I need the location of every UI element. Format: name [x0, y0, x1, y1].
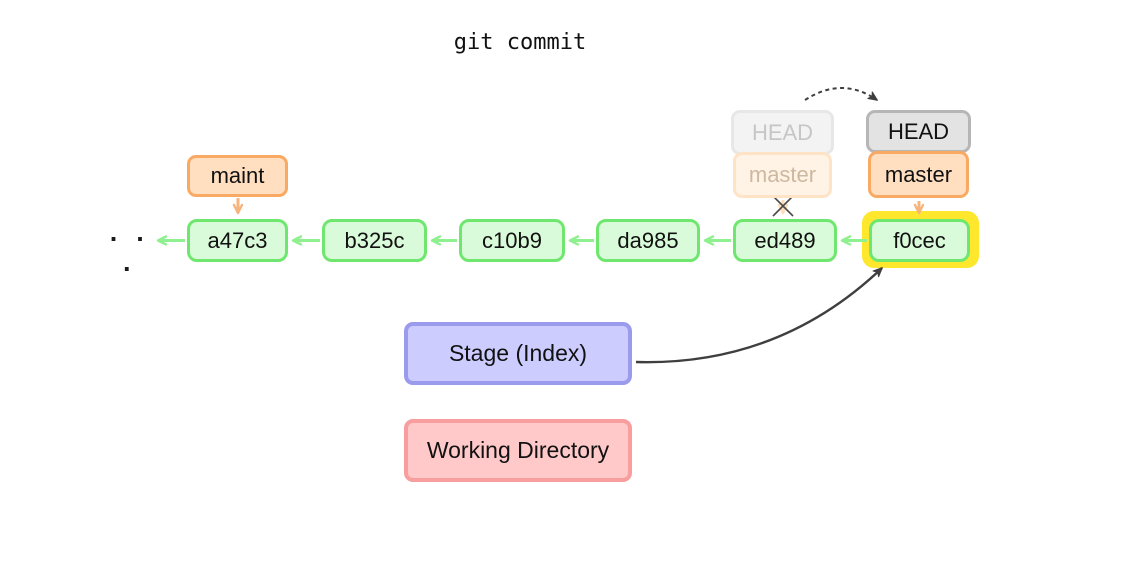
commit-c10b9: c10b9	[459, 219, 565, 262]
diagram-title: git commit	[453, 30, 587, 55]
commit-b325c: b325c	[322, 219, 427, 262]
history-ellipsis: · · ·	[109, 224, 151, 284]
stage-to-commit-arrow	[635, 267, 883, 364]
maint-ref: maint	[187, 155, 288, 197]
stage-index-box: Stage (Index)	[404, 322, 632, 385]
commit-f0cec: f0cec	[869, 219, 970, 262]
working-directory-box: Working Directory	[404, 419, 632, 482]
old-head-ref: HEAD	[731, 110, 834, 155]
master-ref: master	[868, 151, 969, 198]
commit-da985: da985	[596, 219, 700, 262]
commit-a47c3: a47c3	[187, 219, 288, 262]
commit-ed489: ed489	[733, 219, 837, 262]
x-mark-icon	[772, 195, 794, 217]
head-ref: HEAD	[866, 110, 971, 153]
head-move-arrow	[804, 87, 878, 101]
old-master-ref: master	[733, 152, 832, 198]
